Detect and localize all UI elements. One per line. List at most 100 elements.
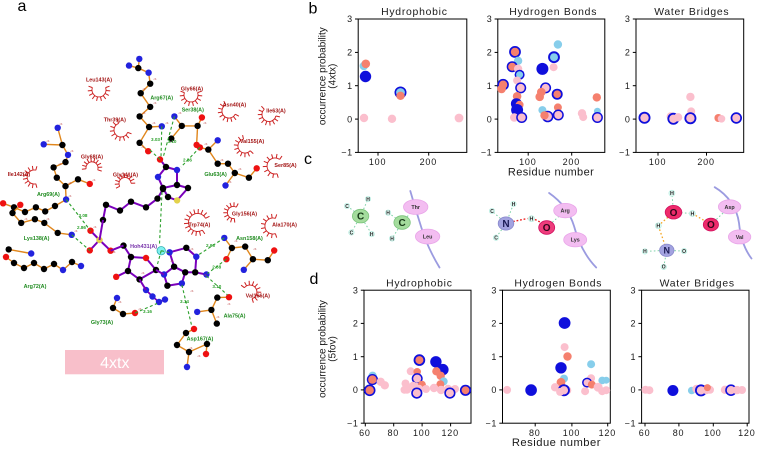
svg-text:0: 0 <box>491 385 497 395</box>
svg-text:3: 3 <box>353 285 359 295</box>
svg-text:C: C <box>350 230 354 236</box>
svg-text:Arg69(A): Arg69(A) <box>37 192 60 198</box>
svg-text:Residue number: Residue number <box>508 167 594 179</box>
svg-text:−1: −1 <box>619 148 630 158</box>
svg-text:H: H <box>370 232 374 238</box>
svg-text:Leu: Leu <box>423 235 433 241</box>
svg-text:H: H <box>643 249 647 255</box>
svg-text:O: O <box>682 249 686 255</box>
svg-text:Water Bridges: Water Bridges <box>654 7 729 18</box>
svg-text:2.96: 2.96 <box>206 243 215 248</box>
svg-text:4xtx: 4xtx <box>100 355 129 372</box>
svg-text:2: 2 <box>491 319 497 329</box>
svg-text:a: a <box>18 0 27 15</box>
svg-text:100: 100 <box>704 428 721 438</box>
svg-text:−1: −1 <box>486 418 497 428</box>
svg-text:O: O <box>543 223 551 234</box>
svg-text:(4xtx): (4xtx) <box>328 64 339 89</box>
svg-text:Gly66(A): Gly66(A) <box>181 87 203 93</box>
svg-text:N: N <box>664 246 671 256</box>
svg-text:Ala170(A): Ala170(A) <box>272 223 297 229</box>
svg-text:3: 3 <box>347 14 353 24</box>
svg-text:N: N <box>502 219 509 230</box>
svg-text:3: 3 <box>487 14 493 24</box>
svg-text:Gly68(A): Gly68(A) <box>81 155 103 161</box>
svg-text:Val155(A): Val155(A) <box>240 139 264 145</box>
svg-text:3: 3 <box>630 285 636 295</box>
svg-text:−1: −1 <box>347 418 358 428</box>
svg-text:Water Bridges: Water Bridges <box>660 278 735 289</box>
svg-text:Ser38(A): Ser38(A) <box>182 108 204 114</box>
svg-text:H: H <box>656 224 660 230</box>
svg-text:3.03: 3.03 <box>151 137 160 142</box>
svg-text:−1: −1 <box>625 418 636 428</box>
svg-text:Thr: Thr <box>411 205 421 211</box>
svg-text:100: 100 <box>519 157 536 167</box>
svg-text:1: 1 <box>630 352 636 362</box>
svg-text:Ala75(A): Ala75(A) <box>224 314 246 320</box>
svg-text:2.86: 2.86 <box>77 225 86 230</box>
svg-text:C: C <box>494 236 498 242</box>
svg-text:120: 120 <box>441 428 458 438</box>
svg-text:1: 1 <box>487 81 493 91</box>
svg-text:O: O <box>707 220 715 231</box>
svg-text:C: C <box>398 218 405 229</box>
svg-text:Lys: Lys <box>571 238 580 244</box>
svg-text:Lys138(A): Lys138(A) <box>24 236 50 242</box>
svg-text:Glu63(A): Glu63(A) <box>204 172 227 178</box>
svg-text:1: 1 <box>491 352 497 362</box>
svg-text:H: H <box>670 191 674 197</box>
svg-text:Ile63(A): Ile63(A) <box>266 108 286 114</box>
svg-text:C: C <box>345 204 349 210</box>
svg-text:3.14: 3.14 <box>180 299 189 304</box>
svg-text:H: H <box>390 236 394 242</box>
svg-text:2: 2 <box>347 48 353 58</box>
svg-text:O: O <box>670 208 678 219</box>
svg-text:H: H <box>366 197 370 203</box>
svg-text:2.88: 2.88 <box>212 265 221 270</box>
svg-text:Hydrophobic: Hydrophobic <box>386 278 453 289</box>
svg-text:1: 1 <box>353 352 359 362</box>
svg-text:Hoh431(A): Hoh431(A) <box>130 244 157 250</box>
svg-text:60: 60 <box>639 428 651 438</box>
svg-text:2: 2 <box>353 319 359 329</box>
svg-text:3: 3 <box>625 14 631 24</box>
svg-text:Hydrogen Bonds: Hydrogen Bonds <box>509 7 597 18</box>
svg-text:H: H <box>512 202 516 208</box>
svg-text:Asn158(A): Asn158(A) <box>236 236 263 242</box>
svg-text:0: 0 <box>625 114 631 124</box>
svg-text:Asp: Asp <box>725 205 736 211</box>
svg-text:b: b <box>309 1 318 18</box>
svg-text:C: C <box>357 212 364 223</box>
svg-text:0: 0 <box>487 114 493 124</box>
svg-text:Val166(A): Val166(A) <box>246 294 270 300</box>
svg-text:Gly156(A): Gly156(A) <box>232 212 257 218</box>
svg-text:Asp167(A): Asp167(A) <box>187 337 214 343</box>
svg-text:H: H <box>690 211 694 217</box>
svg-text:0: 0 <box>630 385 636 395</box>
svg-text:H: H <box>530 217 534 223</box>
svg-text:d: d <box>310 271 319 288</box>
svg-text:0: 0 <box>347 114 353 124</box>
svg-text:Asn40(A): Asn40(A) <box>223 103 247 109</box>
svg-text:Gly73(A): Gly73(A) <box>91 320 113 326</box>
svg-text:2.86: 2.86 <box>183 158 192 163</box>
svg-text:Val: Val <box>736 235 744 241</box>
svg-text:0: 0 <box>353 385 359 395</box>
svg-text:C: C <box>490 209 494 215</box>
svg-text:Leu143(A): Leu143(A) <box>86 78 112 84</box>
svg-text:Gly141(A): Gly141(A) <box>113 172 138 178</box>
svg-text:Trp74(A): Trp74(A) <box>188 222 210 228</box>
svg-text:−1: −1 <box>341 148 352 158</box>
svg-text:120: 120 <box>738 428 755 438</box>
svg-text:1: 1 <box>347 81 353 91</box>
svg-text:100: 100 <box>649 157 666 167</box>
svg-text:3.16: 3.16 <box>143 309 152 314</box>
svg-text:H: H <box>386 211 390 217</box>
svg-text:2: 2 <box>625 48 631 58</box>
svg-text:3.08: 3.08 <box>79 213 88 218</box>
svg-text:Arg67(A): Arg67(A) <box>150 96 173 102</box>
svg-text:60: 60 <box>359 428 371 438</box>
svg-text:100: 100 <box>369 157 386 167</box>
svg-text:Arg: Arg <box>561 209 570 215</box>
